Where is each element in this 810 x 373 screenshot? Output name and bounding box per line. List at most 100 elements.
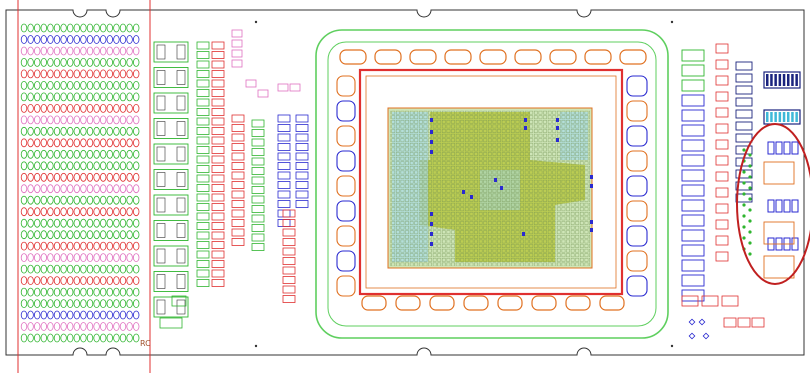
connector-pad: [119, 322, 127, 331]
resistor: [211, 203, 225, 211]
connector-pad: [60, 138, 67, 148]
connector-pad: [86, 322, 94, 331]
connector-pad: [20, 81, 28, 90]
connector-pad: [126, 104, 133, 113]
connector-pad: [47, 241, 54, 251]
connector-pad: [47, 115, 54, 125]
decap: [336, 150, 356, 172]
mounting-dot: [670, 20, 674, 24]
small-pad: [289, 83, 301, 92]
resistor: [211, 155, 225, 164]
connector-pad: [34, 230, 41, 240]
connector-pad: [53, 184, 61, 194]
resistor: [231, 238, 245, 246]
connector-pad: [34, 23, 41, 33]
power-cap: [681, 199, 705, 212]
connector-pad: [119, 195, 127, 205]
connector-pad: [106, 81, 113, 90]
connector-pad: [132, 207, 140, 217]
inductor-outline: [763, 161, 795, 185]
resistor: [715, 139, 729, 150]
capacitor-pad: [176, 121, 186, 136]
connector-pad: [119, 161, 127, 171]
connector-pad: [40, 322, 47, 331]
connector-pad: [53, 58, 61, 67]
connector-pad: [106, 46, 113, 56]
connector-pad: [60, 35, 67, 44]
connector-pad: [34, 241, 41, 251]
connector-pad: [119, 115, 127, 125]
power-stage-pin: [766, 112, 769, 122]
small-pad: [171, 295, 187, 307]
resistor: [277, 181, 291, 189]
connector-pad: [93, 46, 100, 56]
connector-pad: [66, 264, 74, 274]
mosfet-pad: [783, 141, 791, 155]
resistor: [295, 181, 309, 189]
connector-pad: [93, 172, 100, 182]
connector-pad: [132, 115, 140, 125]
signal-ball: [430, 140, 433, 144]
connector-pad: [93, 264, 100, 274]
resistor: [211, 89, 225, 97]
connector-pad: [119, 218, 127, 228]
power-cap: [681, 169, 705, 182]
resistor: [196, 89, 210, 97]
resistor: [211, 193, 225, 202]
connector-pad: [53, 23, 61, 33]
resistor: [231, 171, 245, 180]
resistor: [211, 174, 225, 183]
capacitor-pad: [176, 248, 186, 264]
resistor: [211, 260, 225, 268]
connector-pad: [80, 287, 87, 297]
capacitor-pad: [176, 146, 186, 162]
resistor: [231, 190, 245, 199]
connector-pad: [40, 104, 47, 113]
resistor: [196, 108, 210, 116]
connector-pad: [80, 81, 87, 90]
connector-pad: [132, 172, 140, 182]
connector-pad: [93, 81, 100, 90]
highlight-ellipse: [736, 123, 810, 285]
connector-pad: [66, 195, 74, 205]
connector-pad: [73, 126, 80, 136]
connector-pad: [20, 172, 28, 182]
connector-pad: [40, 276, 47, 286]
connector-pad: [66, 115, 74, 125]
connector-pad: [66, 322, 74, 331]
connector-pad: [106, 322, 113, 331]
connector-pad: [53, 333, 61, 343]
connector-pad: [20, 230, 28, 240]
connector-pad: [132, 69, 140, 79]
connector-pad: [34, 126, 41, 136]
connector-pad: [99, 149, 107, 159]
decap: [531, 295, 557, 311]
connector-pad: [126, 161, 133, 171]
connector-pad: [53, 161, 61, 171]
resistor: [277, 219, 291, 227]
resistor: [277, 152, 291, 161]
connector-pad: [34, 104, 41, 113]
connector-pad: [86, 138, 94, 148]
connector-pad: [34, 58, 41, 67]
resistor: [196, 269, 210, 278]
connector-pad: [40, 46, 47, 56]
connector-pad: [40, 333, 47, 343]
connector-pad: [106, 276, 113, 286]
via: [742, 236, 746, 240]
connector-pad: [53, 149, 61, 159]
connector-pad: [119, 299, 127, 309]
connector-pad: [99, 138, 107, 148]
power-cap: [681, 154, 705, 167]
connector-pad: [73, 58, 80, 67]
capacitor: [153, 194, 189, 216]
connector-pad: [80, 104, 87, 113]
connector-pad: [73, 172, 80, 182]
signal-ball: [524, 126, 527, 130]
connector-pad: [53, 115, 61, 125]
connector-pad: [126, 35, 133, 44]
connector-pad: [126, 149, 133, 159]
connector-pad: [66, 149, 74, 159]
decap: [336, 125, 356, 147]
decap: [336, 275, 356, 297]
